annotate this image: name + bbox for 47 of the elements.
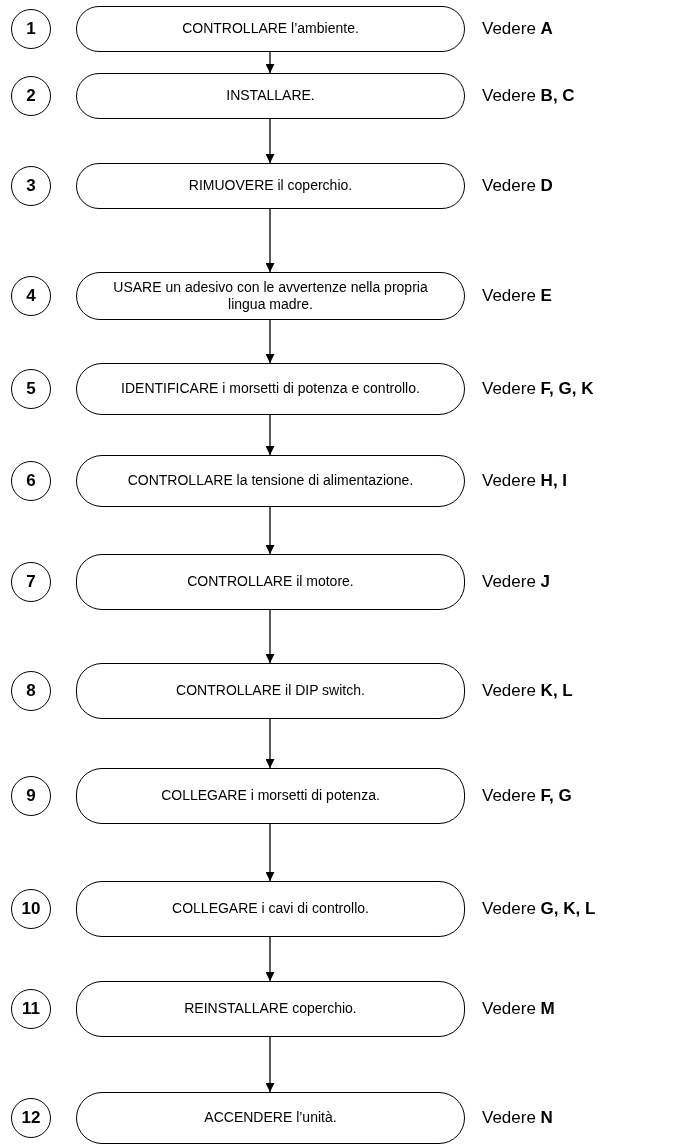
arrow: [265, 718, 275, 769]
reference-note: Vedere A: [482, 19, 553, 39]
step-number-circle: 5: [11, 369, 51, 409]
arrow: [265, 609, 275, 664]
step-number-circle: 2: [11, 76, 51, 116]
process-box: RIMUOVERE il coperchio.: [76, 163, 465, 209]
reference-note: Vedere M: [482, 999, 555, 1019]
step-number-circle: 1: [11, 9, 51, 49]
arrow: [265, 823, 275, 882]
process-box: INSTALLARE.: [76, 73, 465, 119]
step-number-circle: 7: [11, 562, 51, 602]
process-box: ACCENDERE l’unità.: [76, 1092, 465, 1144]
reference-note: Vedere H, I: [482, 471, 568, 491]
arrow: [265, 208, 275, 273]
process-box: CONTROLLARE il DIP switch.: [76, 663, 465, 719]
step-number-circle: 9: [11, 776, 51, 816]
step-number-circle: 6: [11, 461, 51, 501]
arrow: [265, 51, 275, 74]
arrow: [265, 1036, 275, 1093]
step-number-circle: 8: [11, 671, 51, 711]
process-box: CONTROLLARE il motore.: [76, 554, 465, 610]
step-number-circle: 4: [11, 276, 51, 316]
reference-note: Vedere B, C: [482, 86, 575, 106]
arrow: [265, 118, 275, 164]
arrow: [265, 414, 275, 456]
process-box: CONTROLLARE l’ambiente.: [76, 6, 465, 52]
process-box: USARE un adesivo con le avvertenze nella propria lingua madre.: [76, 272, 465, 320]
reference-note: Vedere K, L: [482, 681, 573, 701]
step-number-circle: 10: [11, 889, 51, 929]
process-box: REINSTALLARE coperchio.: [76, 981, 465, 1037]
arrow: [265, 936, 275, 982]
step-number-circle: 3: [11, 166, 51, 206]
reference-note: Vedere N: [482, 1108, 553, 1128]
reference-note: Vedere F, G, K: [482, 379, 594, 399]
process-box: COLLEGARE i morsetti di potenza.: [76, 768, 465, 824]
process-box: CONTROLLARE la tensione di alimentazione.: [76, 455, 465, 507]
process-box: COLLEGARE i cavi di controllo.: [76, 881, 465, 937]
reference-note: Vedere F, G: [482, 786, 572, 806]
reference-note: Vedere D: [482, 176, 553, 196]
step-number-circle: 12: [11, 1098, 51, 1138]
step-number-circle: 11: [11, 989, 51, 1029]
reference-note: Vedere G, K, L: [482, 899, 596, 919]
process-box: IDENTIFICARE i morsetti di potenza e controllo.: [76, 363, 465, 415]
arrow: [265, 319, 275, 364]
reference-note: Vedere J: [482, 572, 551, 592]
reference-note: Vedere E: [482, 286, 552, 306]
arrow: [265, 506, 275, 555]
